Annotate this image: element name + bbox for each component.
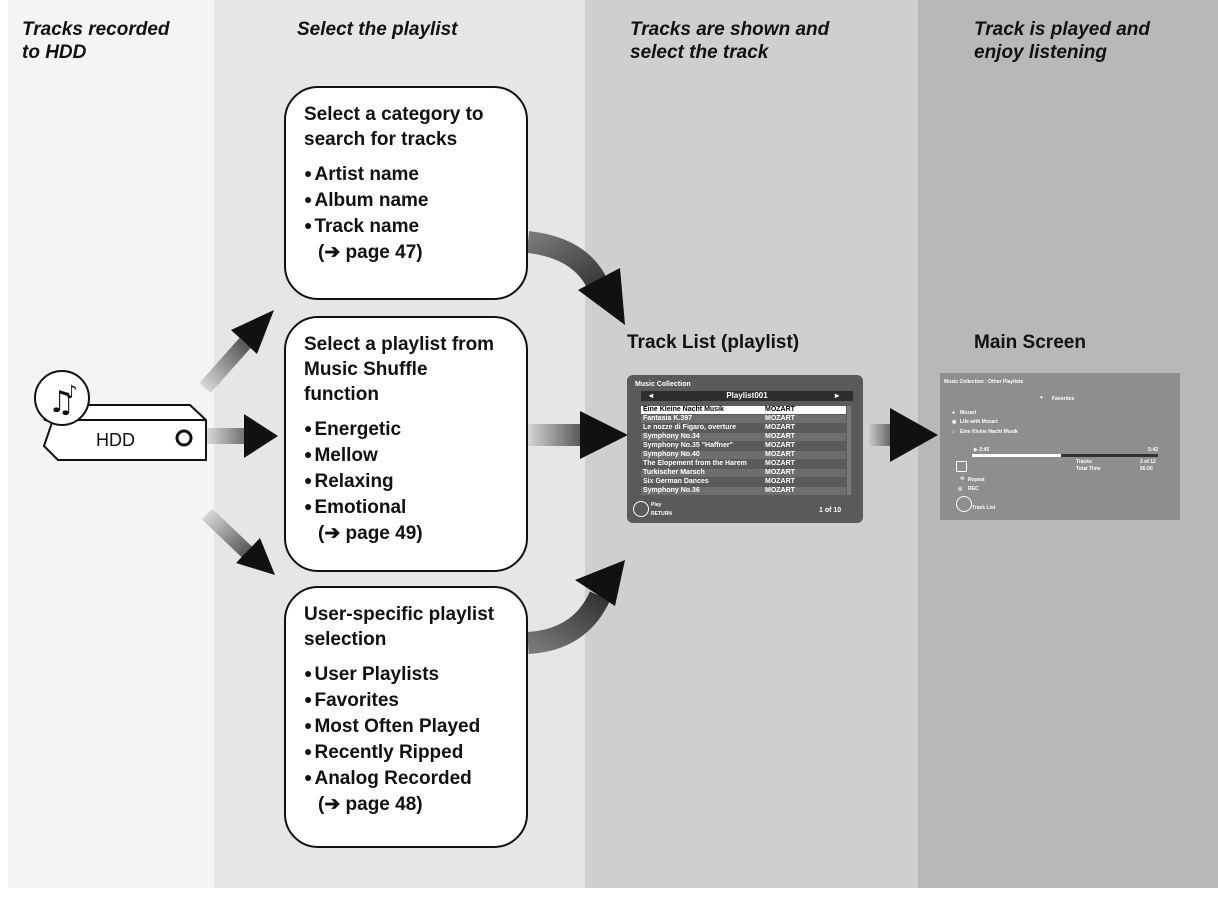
total-time-label: Total Time [1076,466,1101,472]
next-playlist-icon: ▸ [834,391,839,400]
list-item: Mellow [304,443,508,469]
heart-icon: ♥ [1040,395,1043,401]
main-screen: Music Collection : Other Playlists ♥ Fav… [940,373,1180,520]
total-time-value: 56:00 [1140,466,1153,472]
arrow-to-bubble-2 [207,414,278,458]
bubble-music-shuffle: Select a playlist from Music Shuffle fun… [284,316,528,572]
album-icon: ◉ [952,419,957,425]
album-name: Life with Mozart [960,419,998,425]
arrow-bubble-1-to-track-list [526,231,625,325]
list-item: User Playlists [304,662,508,688]
return-hint: RETURN [651,511,672,517]
artist-icon: ● [952,410,956,416]
rec-label: REC [968,486,979,492]
hdd-label: HDD [96,430,135,450]
progress-bar [972,454,1158,457]
bubble-title: Select a playlist from Music Shuffle fun… [304,334,495,405]
page-reference: (➔ page 48) [318,794,423,815]
list-item: Most Often Played [304,714,508,740]
list-item: Recently Ripped [304,740,508,766]
page-reference: (➔ page 47) [318,242,423,263]
table-row: Symphony No.35 "Haffner"MOZART [643,442,795,449]
arrow-track-list-to-main-screen [866,408,938,462]
artist-name: Mozart [960,410,977,416]
progress-fill [972,454,1062,457]
arrow-bubble-3-to-track-list [527,560,625,654]
svg-text:♪: ♪ [66,382,78,403]
repeat-icon: ⟲ [960,476,965,482]
heading-main-screen: Track is played and enjoy listening [974,19,1151,63]
list-item: Analog Recorded [304,766,508,792]
list-item: Relaxing [304,469,508,495]
tracks-value: 3 of 12 [1140,459,1156,465]
bubble-user-playlist: User-specific playlist selection User Pl… [284,586,528,848]
remote-cursor-icon [956,496,972,512]
list-item: Favorites [304,688,508,714]
tracks-label: Tracks [1076,459,1092,465]
bubble-title: Select a category to search for tracks [304,104,484,150]
heading-recorded: Tracks recorded to HDD [22,19,170,63]
list-item: Energetic [304,417,508,443]
heading-track-list: Tracks are shown and select the track [630,19,830,63]
track-list-screen: Music Collection ◂ Playlist001 ▸ Eine Kl… [627,375,863,523]
track-list-title: Track List (playlist) [627,332,800,353]
display-icon [956,461,967,472]
prev-playlist-icon: ◂ [649,391,654,400]
breadcrumb: Music Collection : Other Playlists [944,379,1024,385]
hdd-recorder-icon [42,404,207,461]
list-item: Emotional [304,495,508,521]
track-duration: 5:42 [1148,447,1159,453]
track-list-hint: Track List [972,505,996,511]
play-hint: Play [651,502,662,508]
list-item: Artist name [304,162,508,188]
bubble-title: User-specific playlist selection [304,604,495,650]
track-icon: ♪ [952,429,955,435]
repeat-label: Repeat [968,477,985,483]
svg-text:♫: ♫ [48,385,75,420]
playlist-name: Playlist001 [726,391,768,400]
elapsed-time: ▶ 2:45 [974,447,990,453]
bubble-category-search: Select a category to search for tracks A… [284,86,528,300]
heading-select-playlist: Select the playlist [297,19,458,40]
page-indicator: 1 of 10 [819,507,842,514]
music-notes-icon [34,370,90,426]
arrow-bubble-2-to-track-list [527,411,628,459]
track-list-header: Music Collection [635,381,691,388]
page-reference: (➔ page 49) [318,523,423,544]
list-item: Album name [304,188,508,214]
category-label: Favorites [1052,396,1075,402]
playlist-selector: ◂ Playlist001 ▸ [641,391,853,401]
list-item: Track name [304,214,508,240]
track-name: Eine Kleine Nacht Musik [960,429,1018,435]
hdd-device: ♫ ♪ [34,370,207,461]
scrollbar [847,406,851,495]
main-screen-title: Main Screen [974,332,1086,353]
arrow-to-bubble-1 [199,310,274,393]
arrow-to-bubble-3 [201,508,275,575]
remote-cursor-icon [633,501,649,517]
rec-icon: ◎ [958,486,963,492]
